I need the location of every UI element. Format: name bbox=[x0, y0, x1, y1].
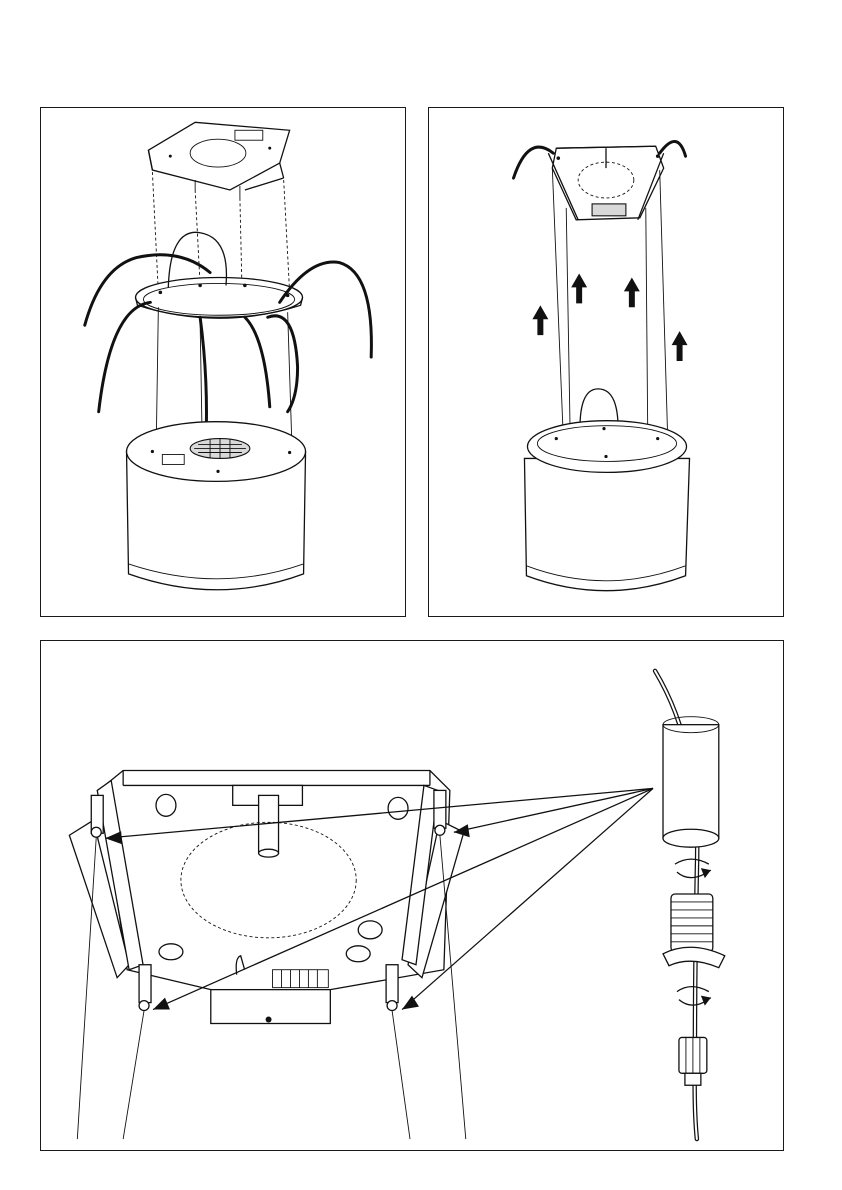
figure-panel-3 bbox=[40, 640, 784, 1151]
rotate-arrow-icon bbox=[675, 859, 711, 878]
figure-panel-1 bbox=[40, 107, 406, 617]
lift-hood-diagram bbox=[429, 108, 783, 616]
hood-body bbox=[127, 422, 306, 590]
guide-lines bbox=[152, 172, 289, 292]
trim-ring bbox=[135, 277, 302, 318]
mounting-bracket bbox=[548, 146, 663, 220]
exploded-hood-diagram bbox=[41, 108, 405, 616]
suspension-cables bbox=[85, 232, 372, 436]
mounting-bracket bbox=[148, 122, 289, 198]
figure-panel-2 bbox=[428, 107, 784, 617]
cable-clamp-detail-diagram bbox=[41, 641, 783, 1150]
hood-body bbox=[524, 421, 689, 591]
mounting-bracket bbox=[69, 770, 463, 1023]
cable-clamp bbox=[655, 671, 725, 1139]
